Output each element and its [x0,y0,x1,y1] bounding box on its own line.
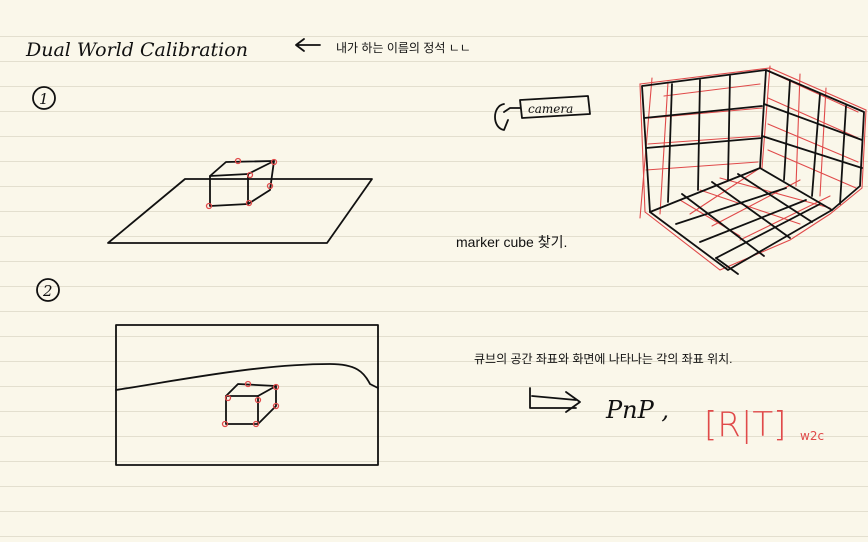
cube-coordinate-caption: 큐브의 공간 좌표와 화면에 나타나는 각의 좌표 위치. [474,352,733,366]
pnp-label: PnP , [605,396,669,424]
marker-cube-caption: marker cube 찾기. [456,234,567,250]
pose-matrix-label: [R|T] w2c [704,405,824,445]
page-title: Dual World Calibration [25,39,248,61]
pose-matrix-text: [R|T] [704,405,786,445]
camera-sketch: camera [494,95,591,131]
title-note: 내가 하는 이름의 정석 ㄴㄴ [336,41,471,55]
image-frame-sketch [115,324,379,466]
camera-label: camera [528,102,573,116]
marker-cube-grid-sketch [639,65,867,275]
step-1-number: 1 [39,90,49,108]
step-2-marker: 2 [36,278,60,302]
implies-arrow-icon [529,387,581,413]
plane-with-cube-sketch [107,157,373,244]
step-1-marker: 1 [32,86,56,110]
pose-matrix-subscript: w2c [800,429,824,443]
left-arrow-icon [295,38,321,52]
step-2-number: 2 [42,282,53,300]
